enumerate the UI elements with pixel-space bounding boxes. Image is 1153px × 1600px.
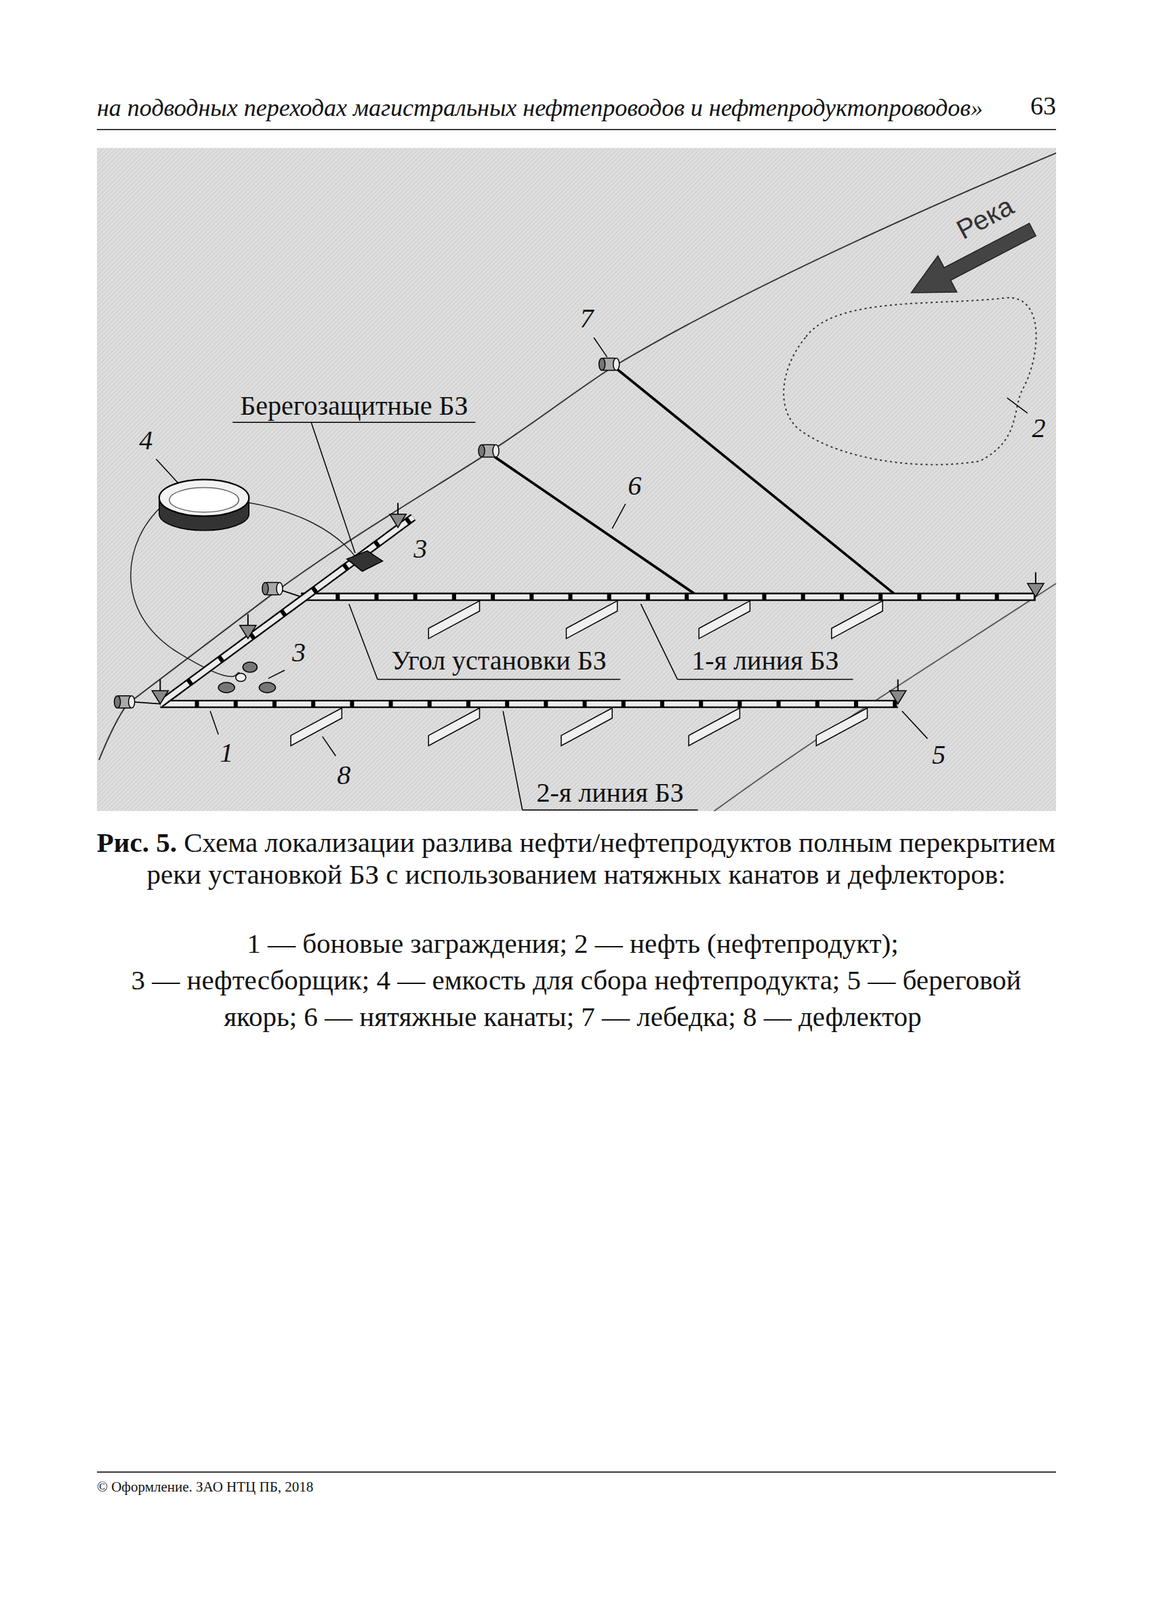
callout-number: 1 [219,736,234,770]
river-bank [98,153,1057,761]
legend-item: 3 — нефтесборщик; [130,964,370,996]
footer-rule [96,1471,1057,1473]
annotation-label: 2-я линия БЗ [536,776,684,810]
oil-slick [783,297,1036,465]
legend-item: 7 — лебедка; [580,1001,736,1033]
collection-tank [159,479,249,531]
hose [130,504,240,677]
figure-ground [96,147,1057,811]
tension-rope [131,702,160,705]
legend-item: 2 — нефть (нефтепродукт); [574,927,899,960]
callout-number: 7 [580,302,594,335]
callout-number: 5 [932,738,946,772]
boom [159,517,1036,704]
legend-item: 8 — дефлектор [742,1001,922,1033]
caption-block: Рис. 5.Схема локализации разлива нефти/н… [94,826,1058,891]
figure-caption: Схема локализации разлива нефти/нефтепро… [146,826,1056,890]
winch [114,696,135,709]
deflector [290,708,868,747]
shore-anchor [239,614,257,639]
oil-skimmer [218,662,276,693]
callout-number: 6 [627,469,642,503]
winch [478,444,499,457]
annotation-label: Угол установки БЗ [391,644,606,678]
shore-anchor [151,679,169,705]
tension-rope [617,369,899,598]
legend-block: 1 — боновые заграждения;2 — нефть (нефте… [94,925,1058,1036]
page-number: 63 [1030,90,1057,123]
footer-text: © Оформление. ЗАО НТЦ ПБ, 2018 [96,1479,314,1496]
header-rule [96,128,1057,131]
annotation-label: Берегозащитные БЗ [239,389,468,423]
winch [262,582,283,596]
legend-item: 6 — нятяжные канаты; [303,1001,575,1033]
legend-item: 4 — емкость для сбора нефтепродукта; [376,964,840,996]
figure-number: Рис. 5. [96,826,177,859]
tension-rope [494,456,699,597]
deflector [428,601,883,640]
running-header: на подводных переходах магистральных неф… [96,93,983,123]
callout-number: 4 [138,424,153,457]
annotation-label: 1-я линия БЗ [691,644,839,678]
oil-skimmer [347,551,383,572]
callout-number: 2 [1031,412,1046,445]
leader-line [155,337,1028,811]
callout-number: 8 [336,759,351,792]
legend-item: 1 — боновые заграждения; [246,927,568,960]
callout-number: 3 [413,532,428,566]
callout-number: 3 [292,636,306,670]
shore-anchor [389,502,407,528]
shore-anchor [889,679,907,705]
winch [599,357,620,371]
shore-anchor [1027,572,1044,598]
river-bank [714,583,1057,812]
